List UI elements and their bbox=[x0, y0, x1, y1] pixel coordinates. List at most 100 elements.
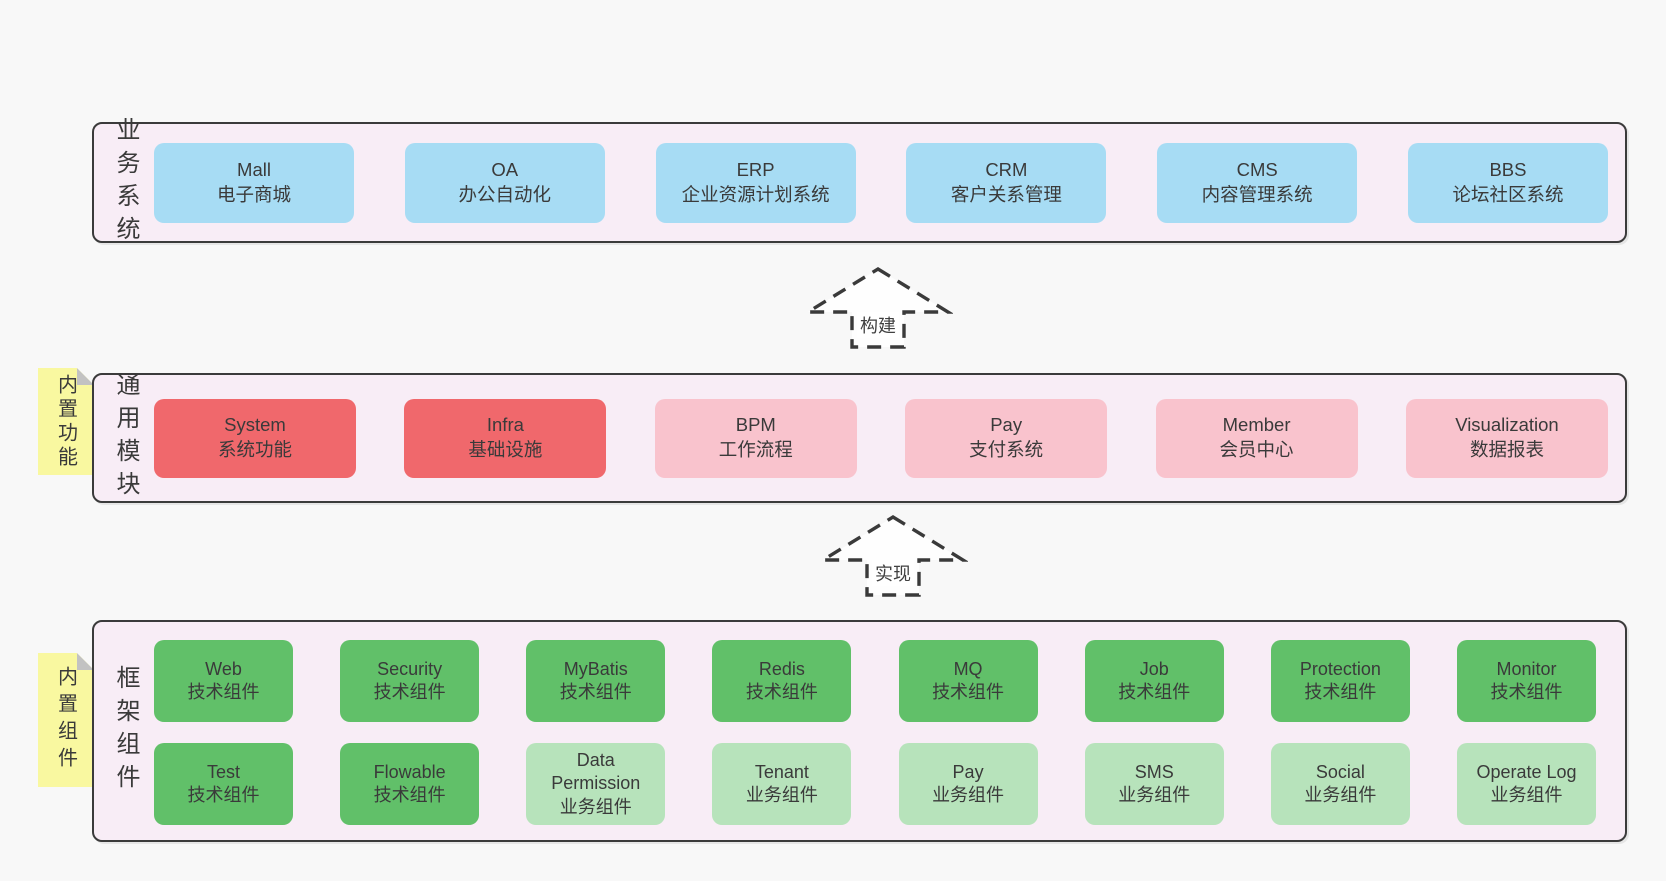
node-subtitle: 技术组件 bbox=[1304, 682, 1377, 702]
build-arrow-label: 构建 bbox=[857, 312, 899, 338]
node-subtitle: 客户关系管理 bbox=[950, 183, 1062, 205]
implement-arrow: 实现 bbox=[818, 514, 968, 598]
business-boxes: Mall 电子商城 OA 办公自动化 ERP 企业资源计划系统 CRM 客户关系… bbox=[154, 124, 1608, 241]
node-title: Operate Log bbox=[1476, 761, 1577, 782]
node-mybatis: MyBatis 技术组件 bbox=[526, 640, 666, 722]
node-web: Web 技术组件 bbox=[154, 640, 293, 722]
node-bpm: BPM 工作流程 bbox=[654, 398, 857, 478]
node-title: Member bbox=[1222, 414, 1291, 436]
up-arrow-icon bbox=[803, 267, 953, 349]
node-title: Infra bbox=[486, 414, 524, 436]
node-data-permission: Data Permission 业务组件 bbox=[526, 743, 666, 825]
band-business-label: 业务系统 bbox=[112, 116, 139, 249]
node-subtitle: 技术组件 bbox=[745, 682, 818, 702]
node-title: MyBatis bbox=[563, 658, 628, 679]
node-protection: Protection 技术组件 bbox=[1270, 640, 1410, 722]
sticky-built-in-features: 内置功能 bbox=[38, 368, 94, 475]
node-sms: SMS 业务组件 bbox=[1084, 743, 1224, 825]
node-title: Visualization bbox=[1455, 414, 1559, 436]
node-operate-log: Operate Log 业务组件 bbox=[1456, 743, 1596, 825]
node-subtitle: 技术组件 bbox=[373, 682, 446, 702]
sticky-built-in-components: 内置组件 bbox=[38, 653, 94, 787]
node-subtitle: 数据报表 bbox=[1469, 439, 1544, 460]
node-title: Job bbox=[1139, 658, 1169, 679]
node-subtitle: 内容管理系统 bbox=[1201, 183, 1313, 205]
node-title: ERP bbox=[736, 158, 775, 180]
node-system: System 系统功能 bbox=[154, 398, 356, 478]
node-title: CMS bbox=[1236, 158, 1278, 180]
node-title: Test bbox=[206, 761, 240, 782]
node-subtitle: 技术组件 bbox=[1490, 682, 1563, 702]
node-subtitle: 技术组件 bbox=[187, 785, 260, 805]
node-subtitle: 工作流程 bbox=[718, 439, 793, 460]
node-subtitle: 技术组件 bbox=[932, 682, 1005, 702]
node-title: Flowable bbox=[373, 761, 446, 782]
band-framework-components: 框架组件 Web 技术组件 Security 技术组件 MyBatis 技术组件… bbox=[92, 620, 1627, 842]
node-subtitle: 技术组件 bbox=[373, 785, 446, 805]
node-title: Monitor bbox=[1496, 658, 1557, 679]
node-visualization: Visualization 数据报表 bbox=[1405, 398, 1608, 478]
node-oa: OA 办公自动化 bbox=[404, 142, 605, 223]
node-pay-component: Pay 业务组件 bbox=[898, 743, 1038, 825]
node-title: Mall bbox=[237, 158, 271, 180]
node-redis: Redis 技术组件 bbox=[712, 640, 852, 722]
node-title: System bbox=[224, 414, 286, 436]
node-mall: Mall 电子商城 bbox=[154, 142, 354, 223]
node-infra: Infra 基础设施 bbox=[404, 398, 607, 478]
node-subtitle: 办公自动化 bbox=[458, 183, 552, 205]
node-title: BPM bbox=[735, 414, 776, 436]
node-monitor: Monitor 技术组件 bbox=[1456, 640, 1596, 722]
node-title: Social bbox=[1315, 761, 1365, 782]
node-subtitle: 论坛社区系统 bbox=[1452, 183, 1564, 205]
node-subtitle: 系统功能 bbox=[217, 439, 292, 460]
node-title: MQ bbox=[953, 658, 983, 679]
node-subtitle: 会员中心 bbox=[1219, 439, 1294, 460]
band-common-modules: 通用模块 System 系统功能 Infra 基础设施 BPM 工作流程 Pay… bbox=[92, 372, 1627, 504]
node-title: Protection bbox=[1299, 658, 1381, 679]
band-modules-label: 通用模块 bbox=[112, 372, 139, 504]
band-business-systems: 业务系统 Mall 电子商城 OA 办公自动化 ERP 企业资源计划系统 CRM… bbox=[92, 117, 1627, 249]
node-flowable: Flowable 技术组件 bbox=[340, 743, 480, 825]
node-member: Member 会员中心 bbox=[1155, 398, 1358, 478]
sticky-text: 内置功能 bbox=[54, 373, 77, 470]
node-title: Redis bbox=[758, 658, 805, 679]
node-tenant: Tenant 业务组件 bbox=[712, 743, 852, 825]
band-framework-label: 框架组件 bbox=[112, 665, 139, 797]
node-cms: CMS 内容管理系统 bbox=[1157, 142, 1358, 223]
node-title: SMS bbox=[1134, 761, 1174, 782]
node-subtitle: 技术组件 bbox=[559, 682, 632, 702]
node-subtitle: 业务组件 bbox=[745, 785, 818, 805]
node-subtitle: 支付系统 bbox=[969, 439, 1044, 460]
node-subtitle: 业务组件 bbox=[1304, 785, 1377, 805]
framework-row-1: Web 技术组件 Security 技术组件 MyBatis 技术组件 Redi… bbox=[154, 640, 1596, 722]
node-crm: CRM 客户关系管理 bbox=[906, 142, 1107, 223]
node-subtitle: 基础设施 bbox=[468, 439, 543, 460]
node-subtitle: 企业资源计划系统 bbox=[681, 183, 830, 205]
node-subtitle: 业务组件 bbox=[932, 785, 1005, 805]
node-title: BBS bbox=[1489, 158, 1527, 180]
node-erp: ERP 企业资源计划系统 bbox=[655, 142, 856, 223]
node-security: Security 技术组件 bbox=[340, 640, 480, 722]
node-pay: Pay 支付系统 bbox=[905, 398, 1108, 478]
node-title: Pay bbox=[990, 414, 1023, 436]
node-bbs: BBS 论坛社区系统 bbox=[1407, 142, 1608, 223]
node-subtitle: 电子商城 bbox=[216, 183, 291, 205]
node-subtitle: 业务组件 bbox=[1490, 785, 1563, 805]
node-title: OA bbox=[491, 158, 519, 180]
sticky-text: 内置组件 bbox=[54, 666, 77, 774]
node-subtitle: 业务组件 bbox=[1118, 785, 1191, 805]
node-title: Data Permission bbox=[551, 749, 641, 794]
node-subtitle: 技术组件 bbox=[1118, 682, 1191, 702]
module-boxes: System 系统功能 Infra 基础设施 BPM 工作流程 Pay 支付系统… bbox=[154, 375, 1608, 501]
node-title: CRM bbox=[985, 158, 1028, 180]
node-subtitle: 技术组件 bbox=[187, 682, 260, 702]
node-mq: MQ 技术组件 bbox=[898, 640, 1038, 722]
build-arrow: 构建 bbox=[803, 266, 953, 350]
node-title: Pay bbox=[952, 761, 984, 782]
framework-rows: Web 技术组件 Security 技术组件 MyBatis 技术组件 Redi… bbox=[154, 640, 1596, 825]
up-arrow-icon bbox=[818, 515, 968, 597]
node-title: Security bbox=[377, 658, 443, 679]
node-title: Web bbox=[205, 658, 242, 679]
framework-row-2: Test 技术组件 Flowable 技术组件 Data Permission … bbox=[154, 743, 1596, 825]
